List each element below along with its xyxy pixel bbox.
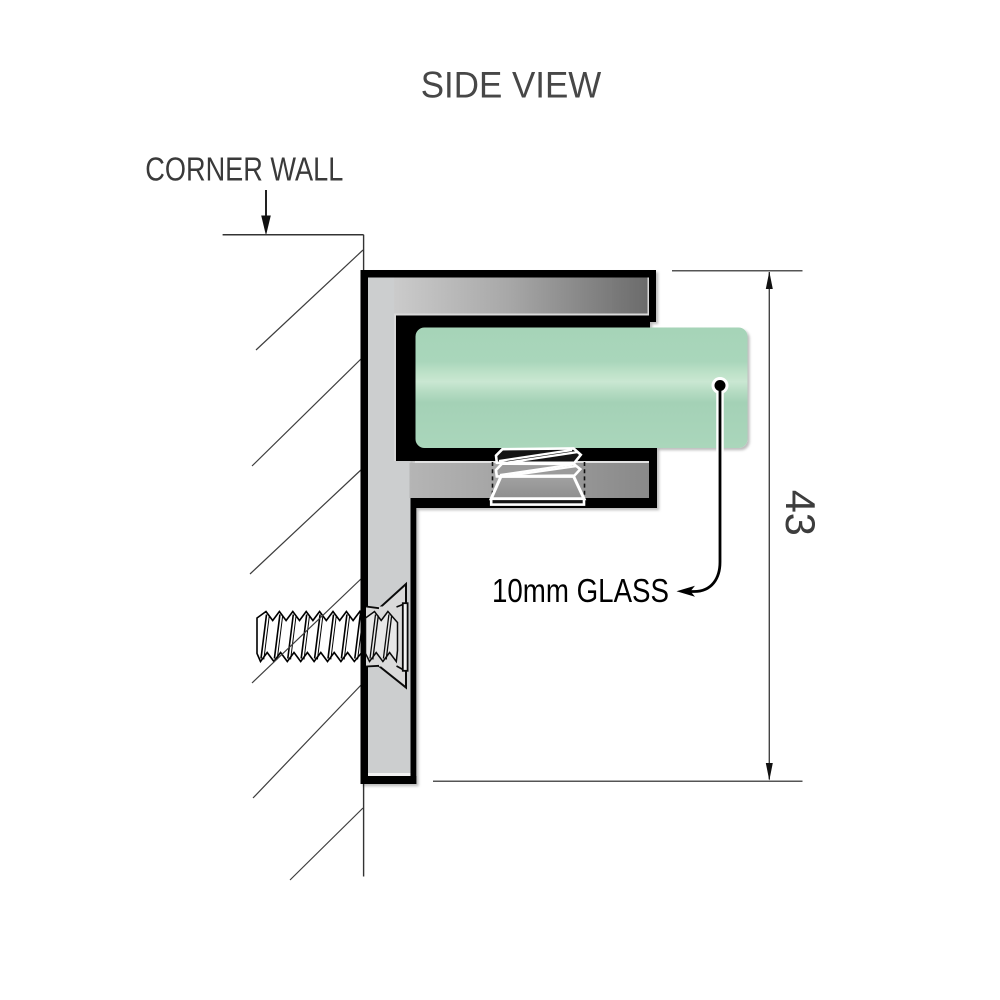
svg-text:SIDE VIEW: SIDE VIEW (421, 65, 602, 106)
svg-text:10mm GLASS: 10mm GLASS (492, 573, 669, 610)
svg-text:CORNER WALL: CORNER WALL (145, 151, 343, 188)
svg-text:43: 43 (777, 490, 824, 536)
